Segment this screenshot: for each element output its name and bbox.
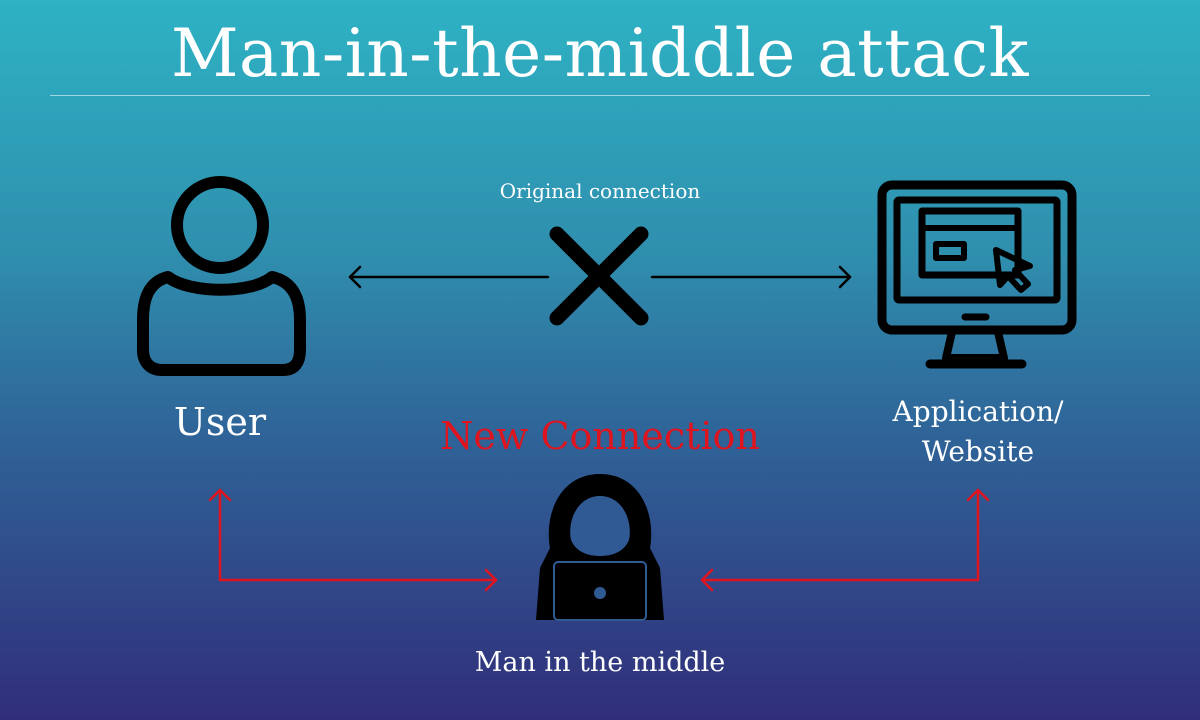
new-connection-path — [208, 488, 990, 592]
title-divider — [50, 95, 1150, 96]
attacker-label: Man in the middle — [474, 647, 726, 678]
application-label-line1: Application/ — [892, 395, 1064, 428]
hooded-hacker-icon — [536, 474, 664, 621]
diagram-title: Man-in-the-middle attack — [170, 15, 1030, 92]
user-label: User — [173, 400, 267, 444]
x-icon — [549, 226, 649, 326]
user-icon — [137, 176, 306, 376]
original-connection-label: Original connection — [499, 179, 701, 203]
desktop-computer-icon — [877, 180, 1077, 369]
application-label: Application/ Website — [860, 392, 1096, 472]
new-connection-label: New Connection — [440, 414, 760, 458]
application-label-line2: Website — [921, 435, 1035, 468]
original-connection-path — [348, 265, 852, 289]
